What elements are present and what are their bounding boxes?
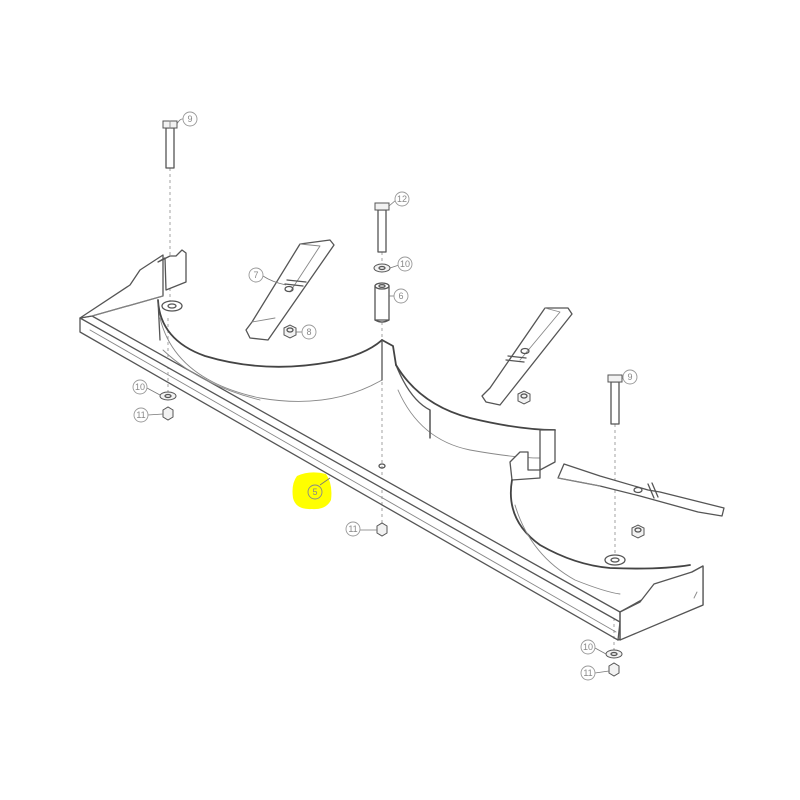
nut-center-right — [517, 390, 531, 405]
callout-11-center[interactable]: 11 — [345, 521, 361, 537]
blade-right — [557, 463, 725, 517]
nut-left-blade — [283, 324, 297, 339]
washer-right — [605, 649, 623, 659]
washer-center — [373, 263, 391, 273]
bolt-left — [162, 120, 178, 169]
spacer-center — [374, 282, 390, 323]
callout-label: 5 — [312, 487, 317, 497]
nut-left — [162, 406, 174, 421]
callout-9-left[interactable]: 9 — [182, 111, 198, 127]
washer-left — [159, 391, 177, 401]
callout-label: 12 — [397, 194, 407, 204]
callout-10-left[interactable]: 10 — [132, 379, 148, 395]
callout-label: 7 — [253, 270, 258, 280]
callout-5-highlighted[interactable]: 5 — [307, 484, 323, 500]
nut-center — [376, 522, 388, 537]
callout-12[interactable]: 12 — [394, 191, 410, 207]
callout-11-left[interactable]: 11 — [133, 407, 149, 423]
nut-right — [608, 662, 620, 677]
bolt-center — [374, 202, 390, 253]
bolt-right — [607, 374, 623, 425]
callout-label: 10 — [135, 382, 145, 392]
callout-label: 9 — [187, 114, 192, 124]
deck-housing — [79, 249, 704, 641]
callout-label: 6 — [398, 291, 403, 301]
callout-9-right[interactable]: 9 — [622, 369, 638, 385]
blade-center-right — [481, 307, 573, 406]
callout-label: 11 — [348, 524, 357, 534]
callout-10-center[interactable]: 10 — [397, 256, 413, 272]
nut-right-blade — [631, 524, 645, 539]
callout-6[interactable]: 6 — [393, 288, 409, 304]
callout-7[interactable]: 7 — [248, 267, 264, 283]
callout-label: 10 — [400, 259, 410, 269]
callout-label: 11 — [136, 410, 145, 420]
blade-left — [245, 239, 335, 341]
callout-11-right[interactable]: 11 — [580, 665, 596, 681]
callout-label: 11 — [583, 668, 592, 678]
callout-8[interactable]: 8 — [301, 324, 317, 340]
callout-label: 10 — [583, 642, 593, 652]
callout-label: 8 — [306, 327, 311, 337]
callout-label: 9 — [627, 372, 632, 382]
callout-10-right[interactable]: 10 — [580, 639, 596, 655]
